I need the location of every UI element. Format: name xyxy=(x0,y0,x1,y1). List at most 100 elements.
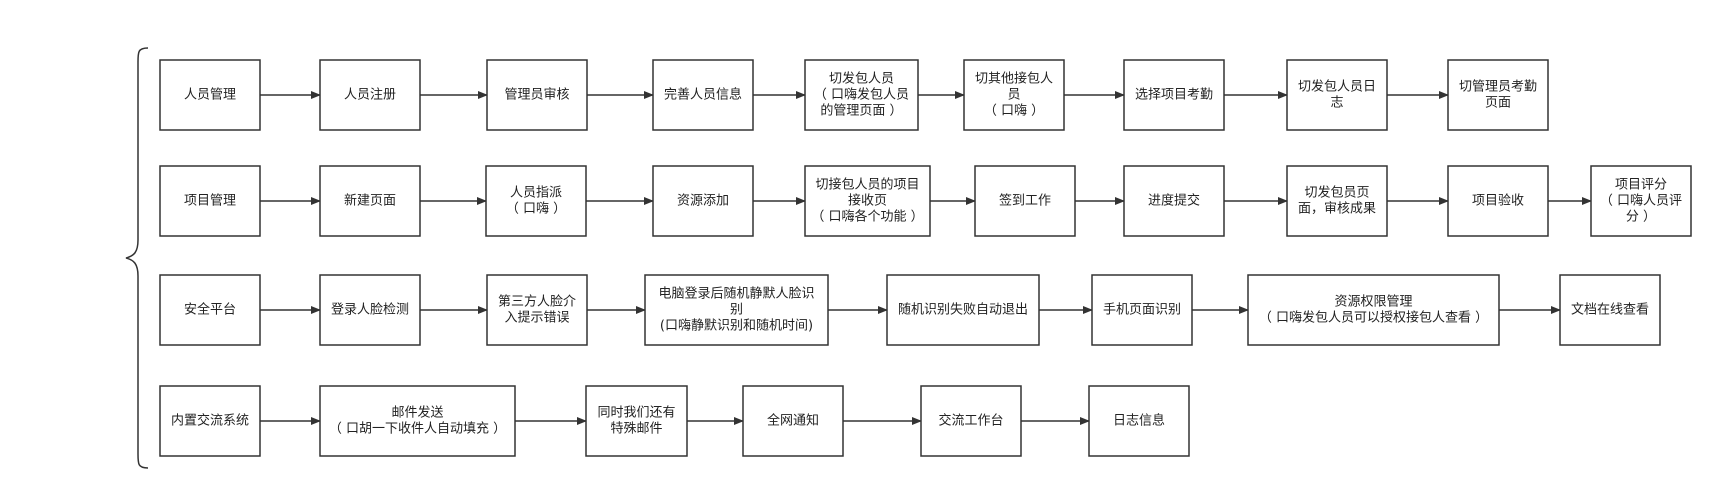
flow-node: 人员指派（ 口嗨 ） xyxy=(485,165,587,237)
flow-node-box xyxy=(963,59,1065,131)
flow-node-label: 人员注册 xyxy=(344,88,396,103)
flow-node-label: 入提示错误 xyxy=(504,310,569,326)
flow-node-label: 人员管理 xyxy=(184,88,236,103)
flow-node-label: 切接包人员的项目 xyxy=(815,177,919,193)
flow-node-label: 文档在线查看 xyxy=(1571,302,1649,318)
flow-node-box xyxy=(1559,274,1661,346)
flow-node-box xyxy=(644,274,829,346)
flow-node-box xyxy=(1286,59,1388,131)
flow-node-label: 签到工作 xyxy=(999,193,1051,209)
left-curly-brace xyxy=(125,47,149,469)
flow-node: 项目验收 xyxy=(1447,165,1549,237)
flow-node-box xyxy=(486,59,588,131)
flow-node-label: 全网通知 xyxy=(767,413,819,429)
flow-node-label: 接收页 xyxy=(848,193,887,209)
flow-node-label: 切发包人员 xyxy=(829,71,894,87)
flow-node: 资源权限管理（ 口嗨发包人员可以授权接包人查看 ） xyxy=(1247,274,1500,346)
flow-node: 交流工作台 xyxy=(920,385,1022,457)
flow-node: 签到工作 xyxy=(974,165,1076,237)
flow-node-label: 资源添加 xyxy=(677,194,729,209)
flow-node-label: （ 口嗨人员评 xyxy=(1600,194,1682,209)
flow-node-box xyxy=(319,274,421,346)
flow-node-label: 切管理员考勤 xyxy=(1459,80,1537,95)
flow-node-box xyxy=(1286,165,1388,237)
flow-node-box xyxy=(652,59,754,131)
flow-node-label: 电脑登录后随机静默人脸识 xyxy=(658,286,814,302)
flow-node-label: （ 口嗨 ） xyxy=(984,104,1044,119)
flow-node-label: （ 口嗨发包人员可以授权接包人查看 ） xyxy=(1259,310,1488,326)
flow-node-box xyxy=(159,59,261,131)
flow-node: 管理员审核 xyxy=(486,59,588,131)
flow-node-box xyxy=(159,385,261,457)
flow-node-label: 切发包员页 xyxy=(1304,185,1369,201)
flow-node-box xyxy=(1447,165,1549,237)
flow-node-label: 特殊邮件 xyxy=(610,422,662,437)
flow-node: 完善人员信息 xyxy=(652,59,754,131)
flow-node-label: 进度提交 xyxy=(1148,193,1200,209)
flow-node-label: 内置交流系统 xyxy=(171,413,249,429)
flow-node: 随机识别失败自动退出 xyxy=(886,274,1040,346)
flow-node-box xyxy=(1091,274,1193,346)
flow-node-label: 切发包人员日 xyxy=(1298,79,1376,95)
flow-node-label: （ 口嗨发包人员 xyxy=(814,87,909,103)
flow-node-box xyxy=(1590,165,1692,237)
flow-node-label: 资源权限管理 xyxy=(1334,294,1412,310)
flow-node: 人员注册 xyxy=(319,59,421,131)
flow-node: 项目管理 xyxy=(159,165,261,237)
flow-node-label: 管理员审核 xyxy=(504,88,569,103)
flow-node-label: 交流工作台 xyxy=(938,413,1003,429)
flow-node-box xyxy=(159,274,261,346)
flow-node: 文档在线查看 xyxy=(1559,274,1661,346)
flow-node-box xyxy=(319,165,421,237)
flow-node-label: （ 口胡一下收件人自动填充 ） xyxy=(329,421,506,437)
flow-node-label: 志 xyxy=(1330,96,1343,111)
flow-node-label: 项目管理 xyxy=(184,194,236,209)
flow-node-box xyxy=(804,59,919,131)
flow-node-box xyxy=(652,165,754,237)
flow-node-label: 面，审核成果 xyxy=(1298,202,1376,217)
flow-node-box xyxy=(159,165,261,237)
flow-node-box xyxy=(920,385,1022,457)
flow-node-box xyxy=(485,165,587,237)
flow-node-label: （ 口嗨 ） xyxy=(506,202,566,217)
flow-node-label: 别 xyxy=(730,303,743,318)
flow-node: 资源添加 xyxy=(652,165,754,237)
flow-node: 内置交流系统 xyxy=(159,385,261,457)
flow-node-box xyxy=(319,385,516,457)
flow-node-box xyxy=(1447,59,1549,131)
flow-node: 进度提交 xyxy=(1123,165,1225,237)
flow-node-label: 邮件发送 xyxy=(391,405,443,421)
flow-node-label: 人员指派 xyxy=(510,186,562,201)
flow-node-box xyxy=(804,165,931,237)
flow-node: 选择项目考勤 xyxy=(1123,59,1225,131)
flow-node-label: (口嗨静默识别和随机时间) xyxy=(660,318,813,334)
flow-node: 手机页面识别 xyxy=(1091,274,1193,346)
flow-node-label: 员 xyxy=(1007,88,1020,103)
flow-node-box xyxy=(974,165,1076,237)
flow-node-label: 的管理页面 ） xyxy=(820,103,902,119)
flow-node-label: 第三方人脸介 xyxy=(498,294,576,310)
flow-node-box xyxy=(742,385,844,457)
flow-node-label: 新建页面 xyxy=(344,193,396,209)
flow-node-box xyxy=(1088,385,1190,457)
flow-node-box xyxy=(886,274,1040,346)
flow-node-label: 选择项目考勤 xyxy=(1135,88,1213,103)
flow-node-label: 手机页面识别 xyxy=(1103,303,1181,318)
flow-node-box xyxy=(585,385,688,457)
flow-node: 邮件发送（ 口胡一下收件人自动填充 ） xyxy=(319,385,516,457)
flow-node-box xyxy=(1123,165,1225,237)
flow-node-box xyxy=(1247,274,1500,346)
flow-node-box xyxy=(1123,59,1225,131)
flow-node: 人员管理 xyxy=(159,59,261,131)
flow-node-box xyxy=(486,274,588,346)
flow-node-box xyxy=(319,59,421,131)
